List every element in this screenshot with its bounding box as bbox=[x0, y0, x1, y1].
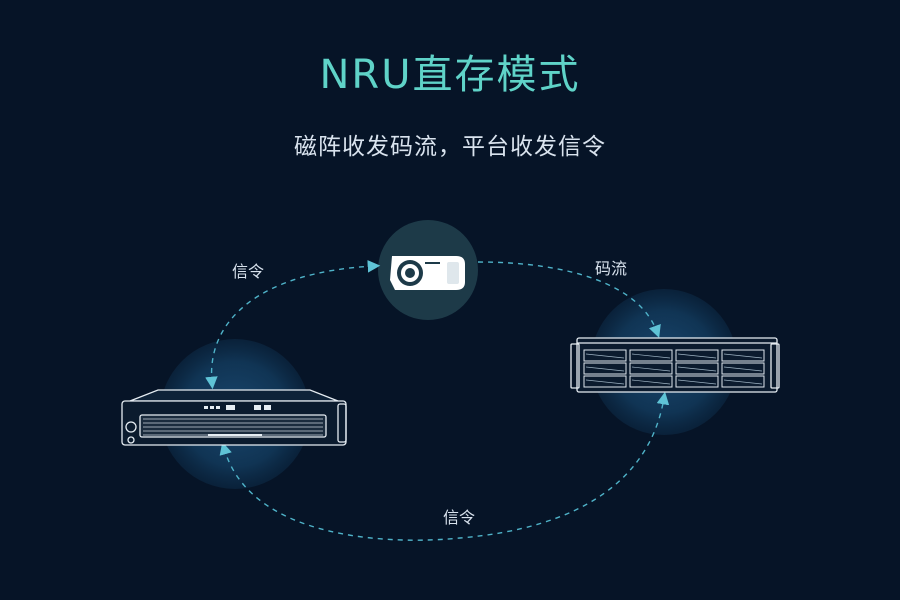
signal-arc-bottom bbox=[219, 391, 670, 541]
signal-arc-left bbox=[205, 260, 381, 390]
signal-label-left: 信令 bbox=[232, 262, 265, 281]
page-title: NRU直存模式 bbox=[319, 52, 581, 98]
signal-label-bottom: 信令 bbox=[443, 508, 476, 527]
camera-icon bbox=[390, 256, 465, 290]
stream-arc-right bbox=[477, 261, 661, 338]
stream-label-right: 码流 bbox=[595, 259, 628, 278]
disk-array-icon bbox=[570, 337, 780, 393]
platform-server-icon bbox=[121, 389, 347, 446]
page-subtitle: 磁阵收发码流，平台收发信令 bbox=[294, 134, 606, 160]
